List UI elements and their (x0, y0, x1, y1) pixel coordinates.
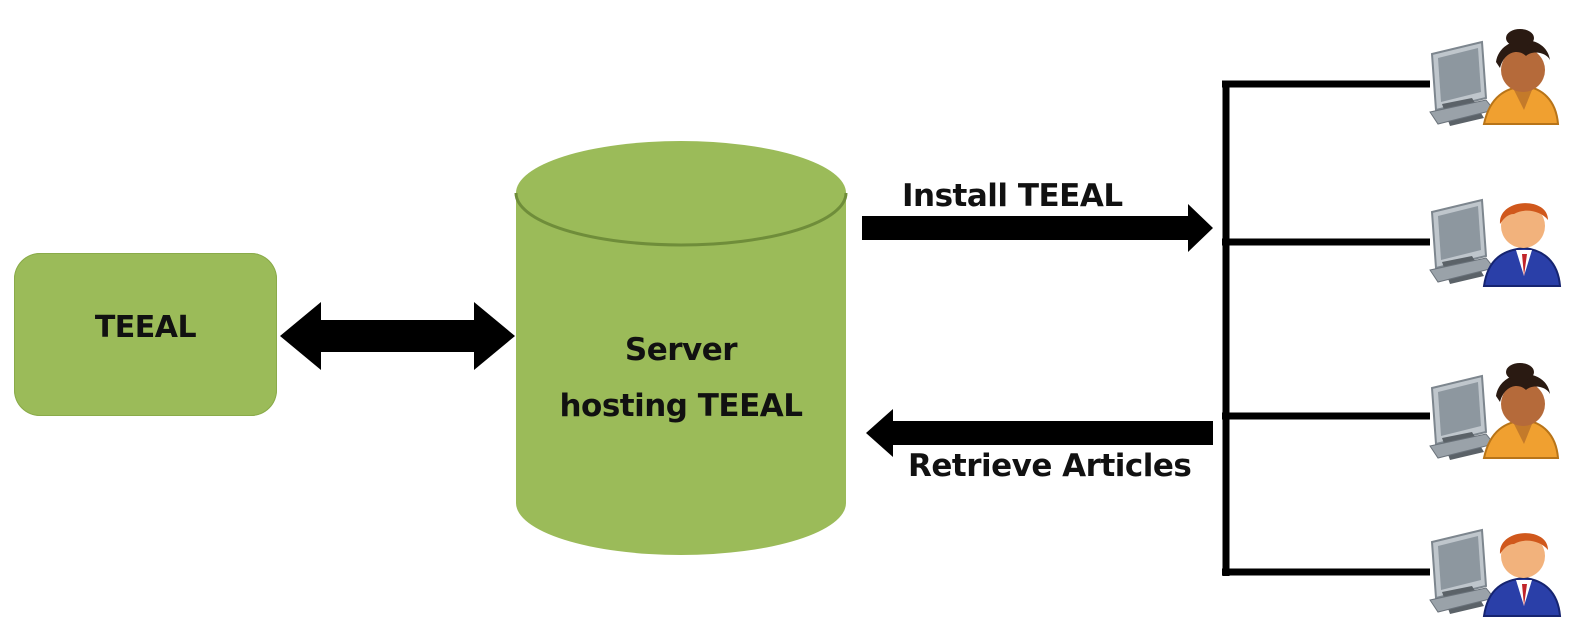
server-node-label: Server hosting TEEAL (516, 322, 846, 434)
retrieve-arrow (866, 409, 1213, 457)
retrieve-edge-label: Retrieve Articles (908, 448, 1192, 484)
install-edge-label: Install TEEAL (902, 178, 1123, 214)
teeal-node (14, 253, 277, 416)
install-arrow (862, 204, 1213, 252)
user-computer-icon (1429, 529, 1562, 617)
double-arrow (280, 302, 515, 370)
user-computer-icon (1429, 199, 1562, 287)
server-label-line1: Server (624, 332, 738, 368)
user-computer-icon (1429, 363, 1560, 461)
user-connector-lines (1222, 80, 1430, 576)
teeal-node-label: TEEAL (94, 310, 197, 345)
server-cylinder (514, 141, 848, 555)
user-computer-icon (1429, 29, 1560, 127)
server-label-line2: hosting TEEAL (559, 388, 803, 424)
